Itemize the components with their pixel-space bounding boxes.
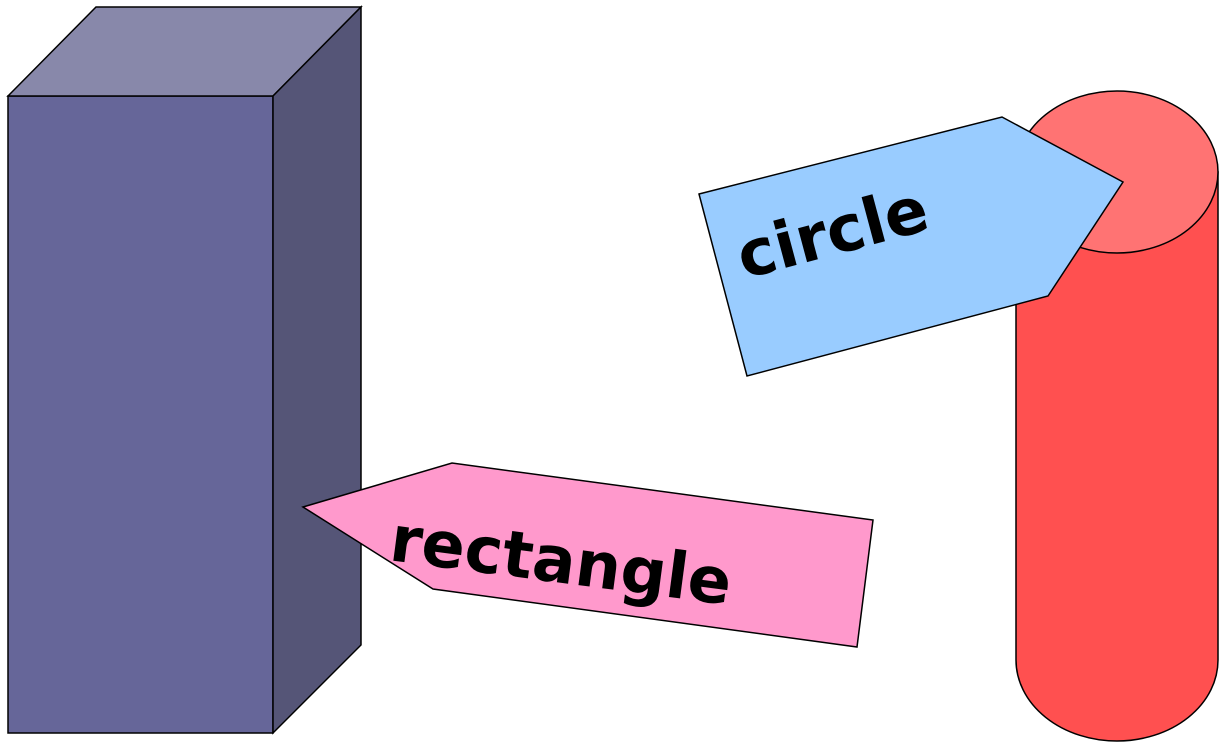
circle-label-tag (698, 116, 1125, 377)
circle-label-callout: circle (698, 116, 1125, 377)
rectangle-label-tag (301, 462, 874, 648)
prism-side-face (272, 5, 362, 735)
prism-front-face (7, 95, 274, 734)
cylinder-body (1015, 171, 1219, 742)
rectangular-prism (6, 5, 363, 735)
rectangle-label-callout: rectangle (301, 462, 874, 648)
